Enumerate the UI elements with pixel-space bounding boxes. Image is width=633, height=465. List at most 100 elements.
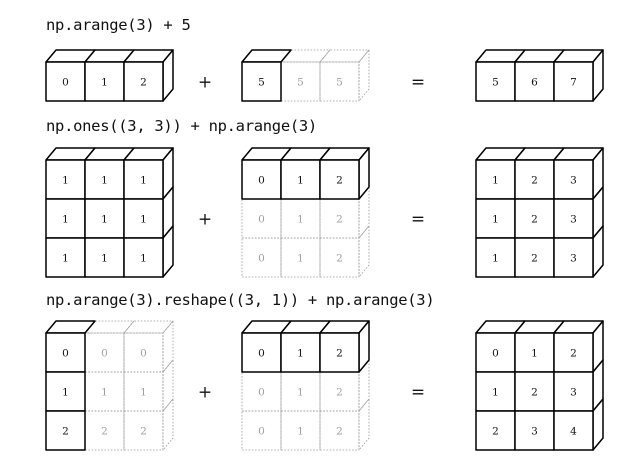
row-2-left-cell-1-1: 1 bbox=[84, 198, 125, 239]
row-3-middle-value-0-1: 1 bbox=[297, 348, 304, 360]
row-2-left-cell-0-0: 1 bbox=[45, 147, 96, 200]
row-2-right-value-0-1: 2 bbox=[531, 175, 538, 187]
row-3-left-cell-1-2: 1 bbox=[123, 359, 174, 412]
row-3-middle-value-1-1: 1 bbox=[297, 387, 304, 399]
row-3-left-cell-2-0: 2 bbox=[45, 410, 86, 451]
row-3-equals-operator: = bbox=[411, 383, 425, 403]
row-1-right-value-0-1: 6 bbox=[531, 77, 538, 89]
row-2-right-cell-1-0: 1 bbox=[475, 198, 516, 239]
row-2-middle-value-1-1: 1 bbox=[297, 214, 304, 226]
row-2-right-value-1-0: 1 bbox=[492, 214, 499, 226]
row-2-left-value-1-0: 1 bbox=[62, 214, 69, 226]
row-2-middle-value-2-0: 0 bbox=[258, 253, 265, 265]
row-3-right-cell-2-1: 3 bbox=[514, 410, 555, 451]
row-3-right-cell-1-1: 2 bbox=[514, 371, 555, 412]
row-3-left-cell-0-1: 0 bbox=[84, 320, 135, 373]
row-3-right-value-0-0: 0 bbox=[492, 348, 499, 360]
row-3-right-value-1-0: 1 bbox=[492, 387, 499, 399]
row-2-equals-operator: = bbox=[411, 210, 425, 230]
row-3-right-value-2-0: 2 bbox=[492, 426, 499, 438]
row-3-right-cell-0-1: 1 bbox=[514, 320, 565, 373]
row-3-right-cell-1-0: 1 bbox=[475, 371, 516, 412]
row-3-left-cell-1-0: 1 bbox=[45, 371, 86, 412]
row-2-middle-value-0-1: 1 bbox=[297, 175, 304, 187]
row-3-right-cell-0-2: 2 bbox=[553, 320, 604, 373]
row-2-right-cell-1-1: 2 bbox=[514, 198, 555, 239]
row-2-middle-cell-0-0: 0 bbox=[241, 147, 292, 200]
row-2-middle-cell-0-1: 1 bbox=[280, 147, 331, 200]
row-2-middle-cell-2-2: 2 bbox=[319, 225, 370, 278]
row-3-middle-value-0-0: 0 bbox=[258, 348, 265, 360]
row-3-middle-cell-2-2: 2 bbox=[319, 398, 370, 451]
row-3-left-cell-2-2: 2 bbox=[123, 398, 174, 451]
row-1-left-value-0-1: 1 bbox=[101, 77, 108, 89]
row-1-right-cell-0-2: 7 bbox=[553, 49, 604, 102]
row-2-title: np.ones((3, 3)) + np.arange(3) bbox=[46, 117, 317, 135]
row-1-right-value-0-0: 5 bbox=[492, 77, 499, 89]
row-1-middle-value-0-0: 5 bbox=[258, 77, 265, 89]
row-3-right-cell-1-2: 3 bbox=[553, 359, 604, 412]
row-3-right-cell-0-0: 0 bbox=[475, 320, 526, 373]
row-2-middle-cell-2-1: 1 bbox=[280, 237, 321, 278]
row-3-left-value-0-0: 0 bbox=[62, 348, 69, 360]
row-2-middle-value-1-0: 0 bbox=[258, 214, 265, 226]
row-3-left-value-2-2: 2 bbox=[140, 426, 147, 438]
row-1-middle-value-0-1: 5 bbox=[297, 77, 304, 89]
row-2-left-cell-1-0: 1 bbox=[45, 198, 86, 239]
row-2-left-value-2-2: 1 bbox=[140, 253, 147, 265]
row-3-middle-value-0-2: 2 bbox=[336, 348, 343, 360]
row-2-left-cell-0-2: 1 bbox=[123, 147, 174, 200]
row-1-left-value-0-0: 0 bbox=[62, 77, 69, 89]
row-3-left-value-1-2: 1 bbox=[140, 387, 147, 399]
row-2-right-cell-1-2: 3 bbox=[553, 186, 604, 239]
row-2-left-value-1-1: 1 bbox=[101, 214, 108, 226]
row-2-plus-operator: + bbox=[198, 210, 212, 230]
row-3-middle-cell-2-1: 1 bbox=[280, 410, 321, 451]
row-3-left-cell-0-2: 0 bbox=[123, 320, 174, 373]
row-2-left-cell-2-1: 1 bbox=[84, 237, 125, 278]
row-3-middle-value-1-2: 2 bbox=[336, 387, 343, 399]
row-3-middle-value-2-2: 2 bbox=[336, 426, 343, 438]
row-2-left-value-0-1: 1 bbox=[101, 175, 108, 187]
row-3-left-value-0-2: 0 bbox=[140, 348, 147, 360]
row-3-right-value-1-2: 3 bbox=[570, 387, 577, 399]
row-3-right-value-1-1: 2 bbox=[531, 387, 538, 399]
row-3-left-value-2-0: 2 bbox=[62, 426, 69, 438]
row-3-middle-value-2-0: 0 bbox=[258, 426, 265, 438]
row-2-right-value-2-2: 3 bbox=[570, 253, 577, 265]
row-3-right-value-0-2: 2 bbox=[570, 348, 577, 360]
row-2-left-value-1-2: 1 bbox=[140, 214, 147, 226]
row-2-left-value-2-0: 1 bbox=[62, 253, 69, 265]
row-2-right-value-2-0: 1 bbox=[492, 253, 499, 265]
row-3-middle-cell-0-2: 2 bbox=[319, 320, 370, 373]
row-3-middle-value-2-1: 1 bbox=[297, 426, 304, 438]
row-1-left-value-0-2: 2 bbox=[140, 77, 147, 89]
row-2-middle-cell-2-0: 0 bbox=[241, 237, 282, 278]
row-2-left-value-2-1: 1 bbox=[101, 253, 108, 265]
row-1-title: np.arange(3) + 5 bbox=[46, 16, 191, 34]
row-1-middle-cell-0-1: 5 bbox=[280, 49, 331, 102]
row-2-middle-value-0-0: 0 bbox=[258, 175, 265, 187]
row-3-title: np.arange(3).reshape((3, 1)) + np.arange… bbox=[46, 291, 435, 309]
row-2-left-cell-2-0: 1 bbox=[45, 237, 86, 278]
row-2-right-value-0-0: 1 bbox=[492, 175, 499, 187]
row-1-right-value-0-2: 7 bbox=[570, 77, 577, 89]
row-3-middle-cell-0-0: 0 bbox=[241, 320, 292, 373]
row-3-middle-cell-1-1: 1 bbox=[280, 371, 321, 412]
row-1-right-cell-0-1: 6 bbox=[514, 49, 565, 102]
row-1-left-cell-0-1: 1 bbox=[84, 49, 135, 102]
row-2-right-cell-2-2: 3 bbox=[553, 225, 604, 278]
row-2-left-value-0-2: 1 bbox=[140, 175, 147, 187]
row-2-middle-value-1-2: 2 bbox=[336, 214, 343, 226]
row-2-right-cell-0-2: 3 bbox=[553, 147, 604, 200]
row-3-right-value-0-1: 1 bbox=[531, 348, 538, 360]
row-2-right-value-1-2: 3 bbox=[570, 214, 577, 226]
row-3-left-value-1-0: 1 bbox=[62, 387, 69, 399]
row-2-left-value-0-0: 1 bbox=[62, 175, 69, 187]
row-2-left-cell-1-2: 1 bbox=[123, 186, 174, 239]
row-3-left-cell-0-0: 0 bbox=[45, 320, 96, 373]
row-2-right-cell-2-0: 1 bbox=[475, 237, 516, 278]
row-2-right-value-0-2: 3 bbox=[570, 175, 577, 187]
row-3-plus-operator: + bbox=[198, 383, 212, 403]
